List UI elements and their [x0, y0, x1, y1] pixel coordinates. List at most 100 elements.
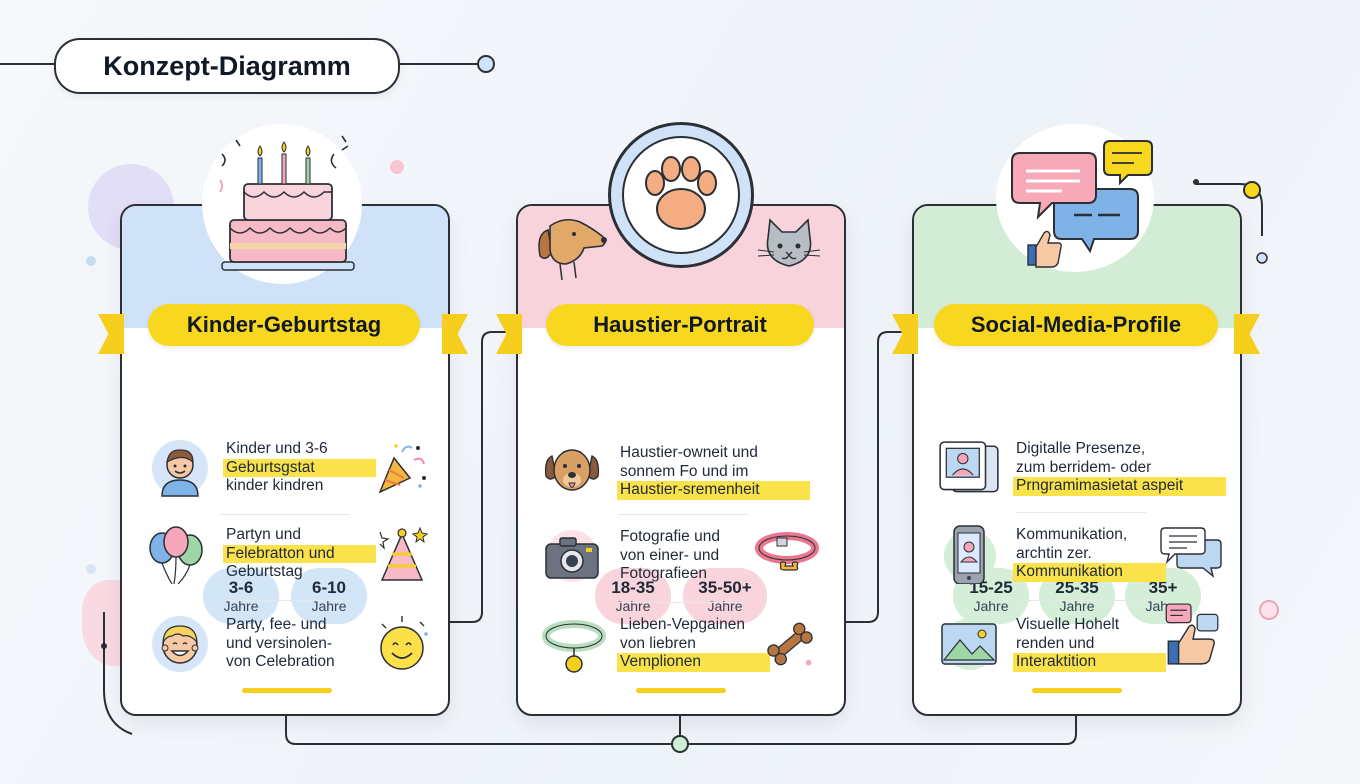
ribbon-tail: [98, 314, 124, 354]
divider: [618, 514, 748, 515]
collar-tag-icon: [542, 620, 606, 673]
ribbon-tail: [1234, 314, 1260, 354]
divider: [618, 602, 748, 603]
pink-ring-dot: [1259, 600, 1279, 620]
blond-child-face-icon: [152, 616, 208, 672]
age-range: 35+: [1148, 578, 1178, 598]
item-line: renden und: [1016, 634, 1095, 652]
diagram-title: Konzept-Diagramm: [54, 38, 400, 94]
item-line: Haustier-owneit und: [620, 444, 758, 461]
age-pill: 3-6 Jahre: [203, 568, 279, 624]
birthday-cake-icon: [219, 135, 355, 271]
age-range: 35-50+: [698, 578, 752, 598]
ribbon-kinder-geburtstag: Kinder-Geburtstag: [98, 300, 468, 354]
cat-icon: [757, 218, 821, 267]
list-item: Haustier-owneit und sonnem Fo und im Hau…: [542, 442, 832, 512]
image-icon: [941, 618, 997, 670]
item-line: Party, fee- und: [226, 616, 327, 633]
item-line: Fotografieen: [620, 565, 708, 582]
item-line-highlight: Haustier-sremenheit: [617, 481, 810, 500]
card-footer-bar: [1032, 688, 1122, 693]
age-unit: Jahre: [973, 597, 1009, 614]
item-line: zum berridem- oder: [1016, 458, 1152, 476]
dog-face-icon: [544, 449, 600, 491]
boy-face-icon: [152, 440, 208, 497]
divider: [220, 600, 350, 601]
list-item: Digitalle Presenze, zum berridem- oder P…: [936, 438, 1236, 508]
item-line: Lieben-Vepgainen: [620, 616, 745, 633]
smiley-icon: [380, 616, 428, 670]
item-text: Kinder und 3-6 Geburtsgstat kinder kindr…: [223, 440, 376, 496]
list-item: Partyn und Felebratton und Geburtstag: [146, 524, 436, 594]
card-footer-bar: [242, 688, 332, 693]
item-line: kinder kindren: [226, 477, 324, 494]
cake-badge: [202, 124, 362, 284]
item-line: Geburtstag: [226, 563, 303, 580]
item-text: Kommunikation, archtin zer. Kommunikatio…: [1013, 526, 1166, 582]
blue-dot: [86, 256, 96, 266]
list-item: Visuelle Hohelt renden und Interaktition: [940, 603, 1240, 684]
item-line: Kinder und 3-6: [226, 440, 328, 457]
age-range: 6-10: [311, 578, 347, 598]
card-title: Kinder-Geburtstag: [148, 304, 420, 346]
item-text: Visuelle Hohelt renden und Interaktition: [1013, 616, 1166, 672]
age-range: 18-35: [611, 578, 655, 598]
item-line-highlight: Interaktition: [1013, 653, 1166, 672]
age-pill: 6-10 Jahre: [291, 568, 367, 624]
ribbon-tail: [892, 314, 918, 354]
card-footer-bar: [636, 688, 726, 693]
age-unit: Jahre: [707, 597, 743, 614]
item-line-highlight: Felebratton und: [223, 544, 376, 563]
item-line-highlight: Vemplionen: [617, 653, 770, 672]
list-item: Lieben-Vepgainen von liebren Vemplionen: [542, 614, 832, 684]
pet-collar-icon: [755, 532, 819, 571]
age-unit: Jahre: [1059, 597, 1095, 614]
item-line: von einer- und: [620, 546, 720, 564]
age-unit: Jahre: [615, 597, 651, 614]
item-text: Partyn und Felebratton und Geburtstag: [223, 526, 376, 582]
list-item: Fotografie und von einer- und Fotografie…: [542, 526, 832, 596]
card-title: Social-Media-Profile: [934, 304, 1218, 346]
dog-icon: [538, 218, 607, 281]
item-line-highlight: Geburtsgstat: [223, 458, 376, 477]
item-text: Haustier-owneit und sonnem Fo und im Hau…: [617, 444, 810, 500]
item-line: von Celebration: [226, 653, 335, 670]
item-line: archtin zer.: [1016, 544, 1092, 562]
party-popper-icon: [378, 444, 426, 494]
party-hat-icon: [379, 526, 429, 581]
age-range: 25-35: [1055, 578, 1099, 598]
item-text: Party, fee- und und versinolen- von Cele…: [226, 616, 376, 672]
ribbon-tail: [496, 314, 522, 354]
card-social-media-profile: 15-25 Jahre 25-35 Jahre 35+ Jahre Digita…: [912, 204, 1242, 716]
chat-bubbles-icon: [1160, 527, 1222, 578]
chat-badge: [996, 124, 1154, 272]
divider: [1016, 600, 1146, 601]
age-pill: 18-35 Jahre: [595, 568, 671, 624]
age-pill: 35-50+ Jahre: [683, 568, 767, 624]
age-unit: Jahre: [311, 597, 347, 614]
blue-small-dot: [86, 564, 96, 574]
pink-dot: [390, 160, 404, 174]
item-text: Digitalle Presenze, zum berridem- oder P…: [1013, 440, 1226, 496]
age-groups: 3-6 Jahre 6-10 Jahre: [122, 568, 448, 624]
divider: [1016, 512, 1146, 513]
item-text: Fotografie und von einer- und Fotografie…: [620, 528, 770, 584]
card-title: Haustier-Portrait: [546, 304, 814, 346]
age-unit: Jahre: [223, 597, 259, 614]
age-groups: 18-35 Jahre 35-50+ Jahre: [518, 568, 844, 624]
item-line: sonnem Fo und im: [620, 462, 749, 480]
item-line: Partyn und: [226, 526, 301, 543]
item-line: Kommunikation,: [1016, 526, 1128, 543]
thumbs-up-icon: [1165, 603, 1219, 665]
chat-speech-icon: [1011, 140, 1153, 268]
item-line: und versinolen-: [226, 634, 332, 652]
ribbon-social-media-profile: Social-Media-Profile: [892, 300, 1260, 354]
divider: [220, 514, 350, 515]
item-text: Lieben-Vepgainen von liebren Vemplionen: [617, 616, 770, 672]
camera-icon: [545, 530, 599, 582]
list-item: Kommunikation, archtin zer. Kommunikatio…: [940, 524, 1240, 594]
item-line: Digitalle Presenze,: [1016, 440, 1146, 457]
list-item: Party, fee- und und versinolen- von Cele…: [150, 614, 440, 684]
item-line-highlight: Prngramimasietat aspeit: [1013, 477, 1226, 496]
